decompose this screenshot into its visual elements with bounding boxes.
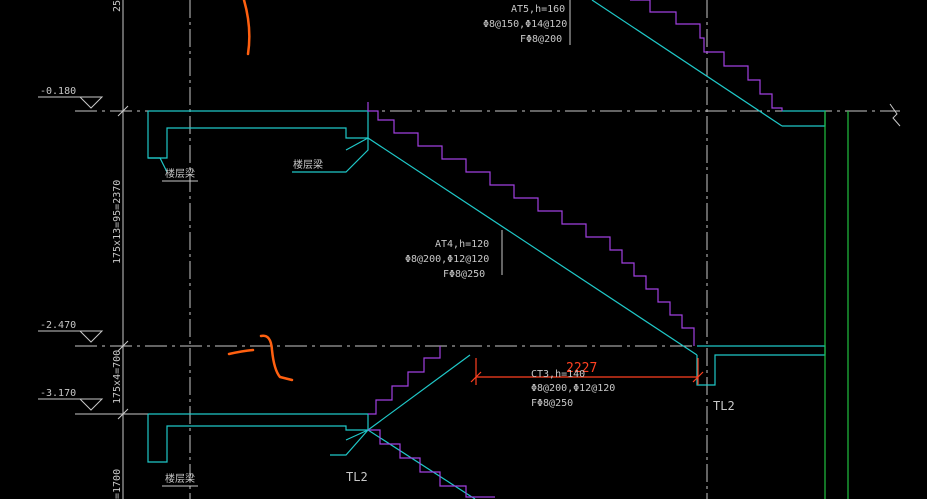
upper-beam-hook <box>148 157 168 173</box>
at5-steps <box>630 0 783 111</box>
tl2-label-right: TL2 <box>713 399 735 413</box>
break-symbol <box>889 103 901 127</box>
vdim-label-top: 250 <box>112 0 123 12</box>
at4-soffit <box>367 137 698 356</box>
ct3-rebar-1: Φ8@200,Φ12@120 <box>531 383 615 394</box>
stair-treads <box>367 0 783 498</box>
level-marker-1 <box>38 96 104 109</box>
lower-steps <box>368 429 495 498</box>
tl2-label-left: TL2 <box>346 470 368 484</box>
structure-lines <box>147 0 826 499</box>
at5-name: AT5,h=160 <box>511 4 565 15</box>
beam-label-lower-left: 楼层梁 <box>165 472 195 485</box>
ct3-soffit-upper <box>367 354 471 431</box>
level-markers <box>38 96 104 411</box>
lower-landing-slab <box>147 413 369 463</box>
vdim-label-short: 175x4=700 <box>112 350 123 404</box>
upper-landing-beam <box>292 136 369 173</box>
right-wall <box>824 111 849 499</box>
level-marker-2 <box>38 330 104 343</box>
markup-strokes <box>227 0 294 382</box>
ct3-name: CT3,h=140 <box>531 369 585 380</box>
axis-lines <box>75 0 901 499</box>
upper-landing-slab <box>147 110 369 159</box>
ct3-rebar-2: FΦ8@250 <box>531 398 573 409</box>
ct3-steps <box>368 346 441 415</box>
level-label-1: -0.180 <box>40 86 76 97</box>
dimension-2227 <box>470 358 704 385</box>
level-label-2: -2.470 <box>40 320 76 331</box>
at4-rebar-1: Φ8@200,Φ12@120 <box>405 254 489 265</box>
at4-rebar-2: FΦ8@250 <box>443 269 485 280</box>
level-marker-3 <box>38 398 104 411</box>
vdim-label-main: 175x13=95=2370 <box>112 180 123 264</box>
markup-hook <box>259 334 294 382</box>
top-right-slab <box>782 110 826 127</box>
vdim-tick-3 <box>117 408 129 420</box>
at4-steps <box>367 102 695 346</box>
markup-arc-top <box>242 0 251 56</box>
at4-name: AT4,h=120 <box>435 239 489 250</box>
vdim-tick-1 <box>117 105 129 117</box>
at5-rebar-2: FΦ8@200 <box>520 34 562 45</box>
mid-landing-slab <box>696 345 826 386</box>
level-label-3: -3.170 <box>40 388 76 399</box>
vdim-tick-2 <box>117 340 129 352</box>
vdim-label-bottom: =1700 <box>112 469 123 499</box>
dimension-value: 2227 <box>566 361 597 376</box>
beam-label-upper-right: 楼层梁 <box>293 158 323 171</box>
at5-soffit <box>591 0 783 127</box>
lower-landing-beam <box>330 429 369 456</box>
at5-rebar-1: Φ8@150,Φ14@120 <box>483 19 567 30</box>
ct3-soffit-lower <box>367 429 476 499</box>
markup-dash-left <box>227 348 255 356</box>
beam-label-upper-left: 楼层梁 <box>165 167 195 180</box>
